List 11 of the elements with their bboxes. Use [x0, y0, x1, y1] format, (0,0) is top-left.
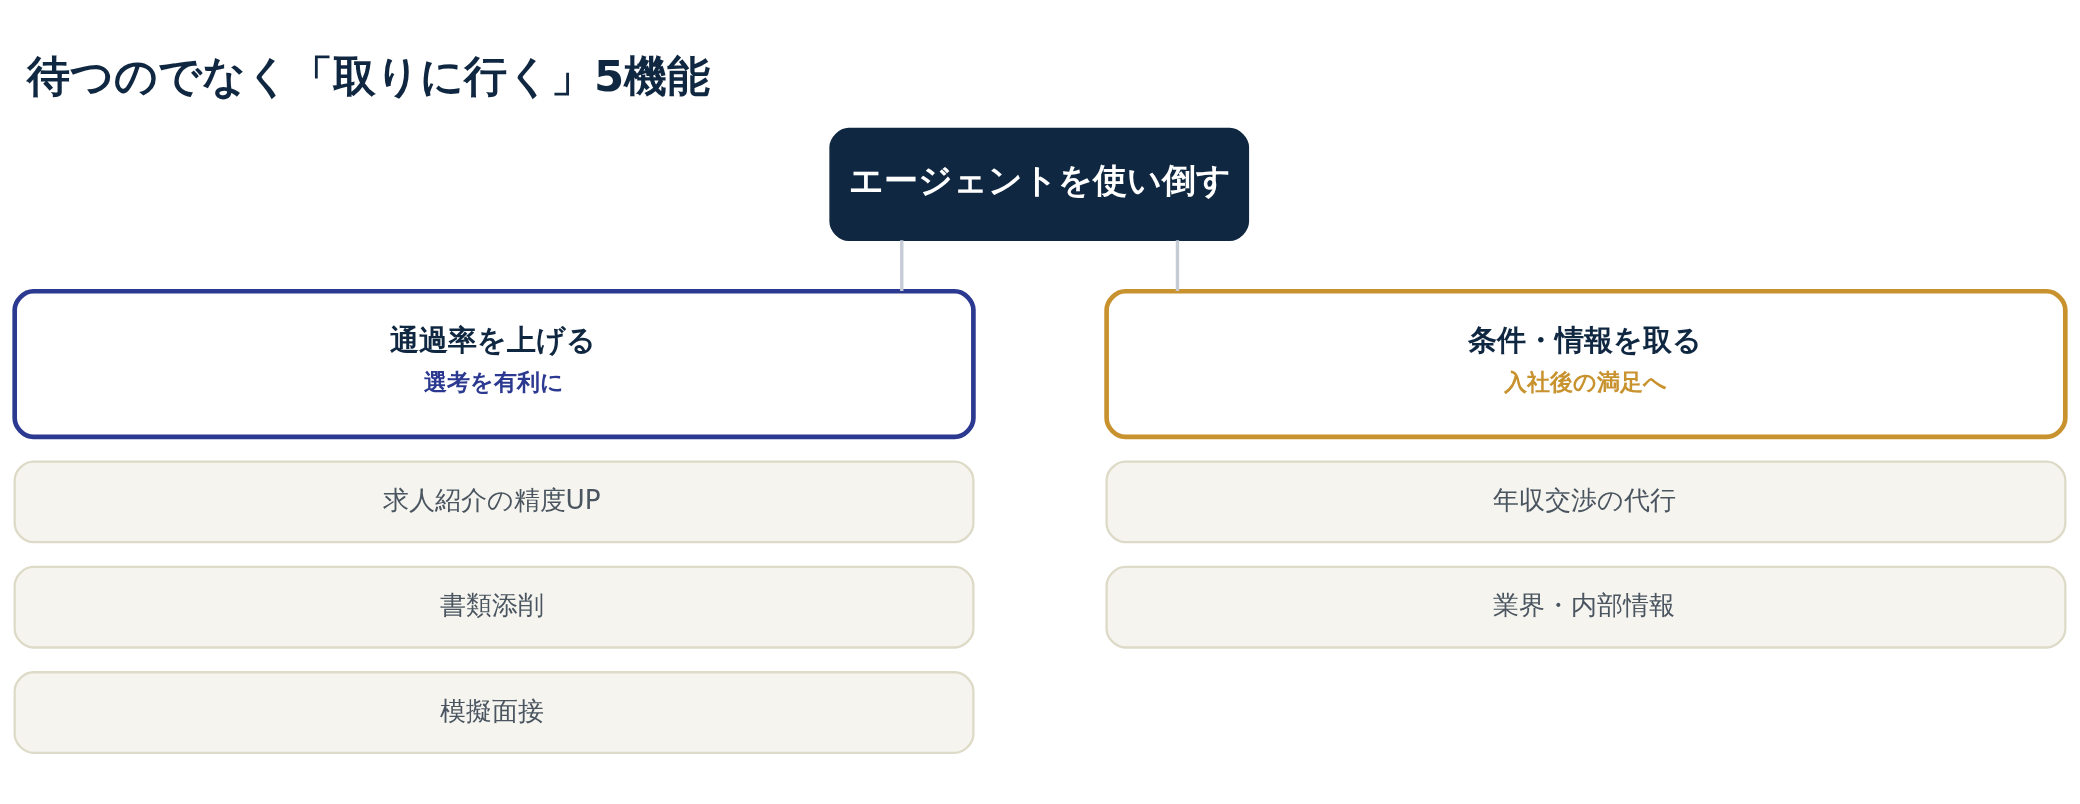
node-box: 模擬面接 [13, 671, 975, 754]
node-box: 業界・内部情報 [1105, 565, 2067, 649]
node-box: 年収交渉の代行 [1105, 460, 2067, 544]
node-box: エージェントを使い倒す [829, 127, 1250, 241]
connector [900, 240, 904, 292]
node-box: 求人紹介の精度UP [13, 460, 975, 544]
connector [1175, 240, 1180, 292]
node-box: 条件・情報を取る 入社後の満足へ [1104, 288, 2068, 440]
node-box: 通過率を上げる 選考を有利に [12, 288, 976, 440]
diagram-title: 待つのでなく「取りに行く」5機能 [27, 50, 711, 101]
node-box: 書類添削 [13, 565, 975, 649]
